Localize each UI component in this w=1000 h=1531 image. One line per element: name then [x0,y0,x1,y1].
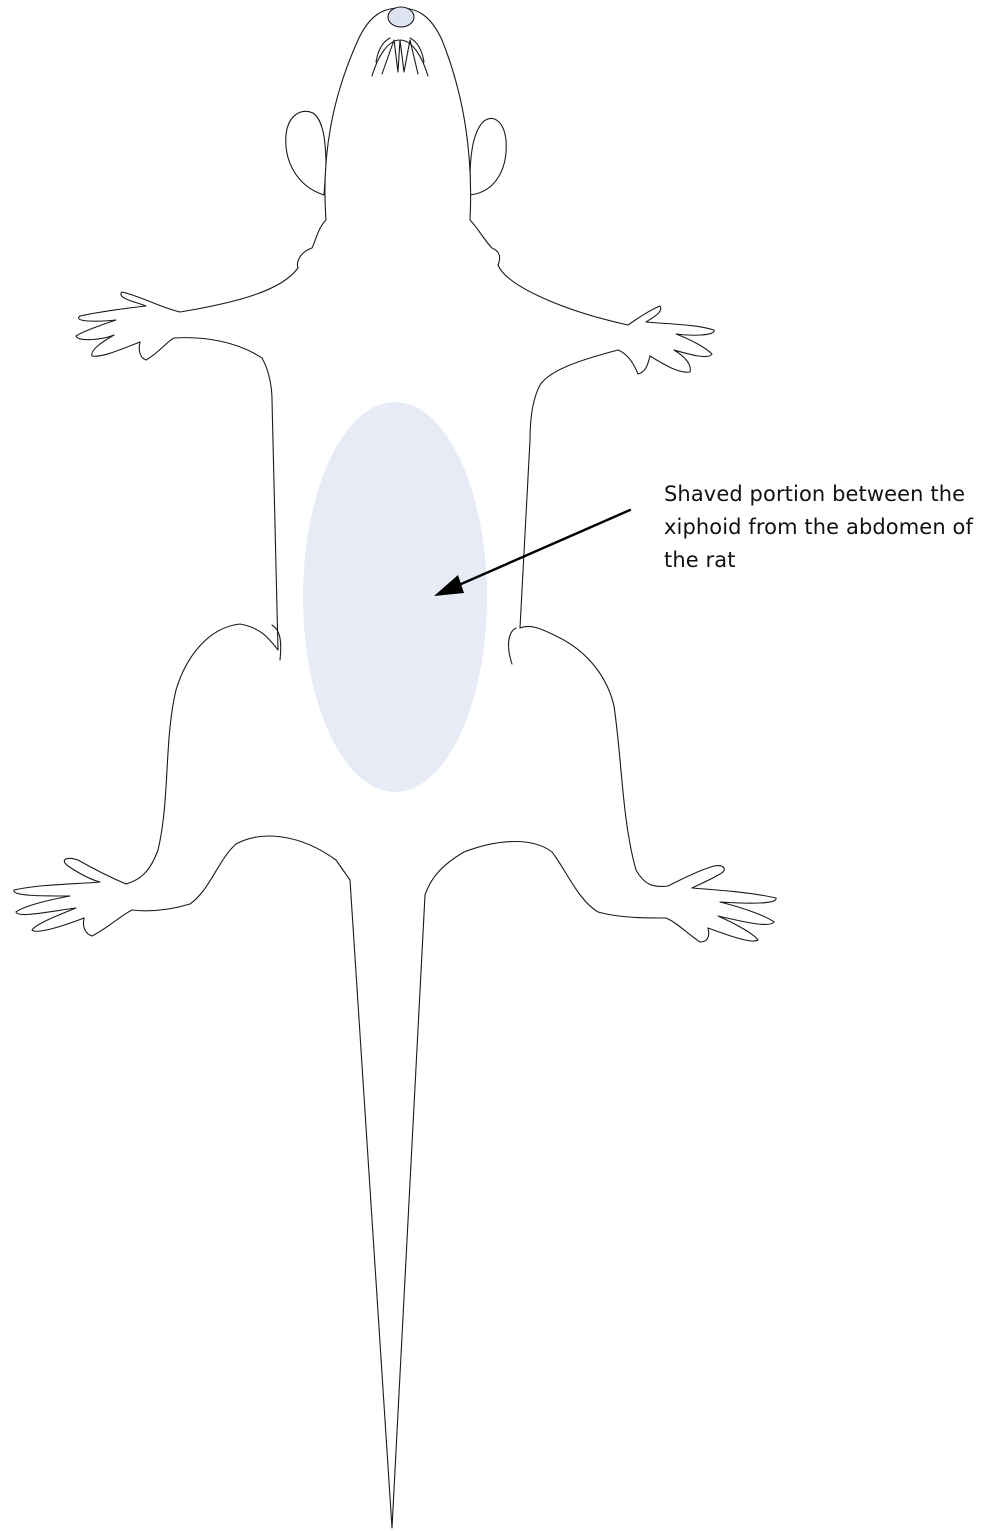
rat-hip-notch-left [272,625,281,660]
rat-hip-notch-right [509,628,516,664]
annotation-label: Shaved portion between the xiphoid from … [664,478,998,577]
rat-ear-right [470,118,506,195]
rat-ear-left [286,111,326,195]
rat-neck-left [298,220,326,268]
rat-neck-right [470,220,500,265]
rat-tail [350,880,425,1528]
rat-hind-leg-left [14,624,350,936]
rat-front-leg-left [76,268,298,650]
rat-nose [388,7,414,27]
shaved-region [303,402,487,792]
